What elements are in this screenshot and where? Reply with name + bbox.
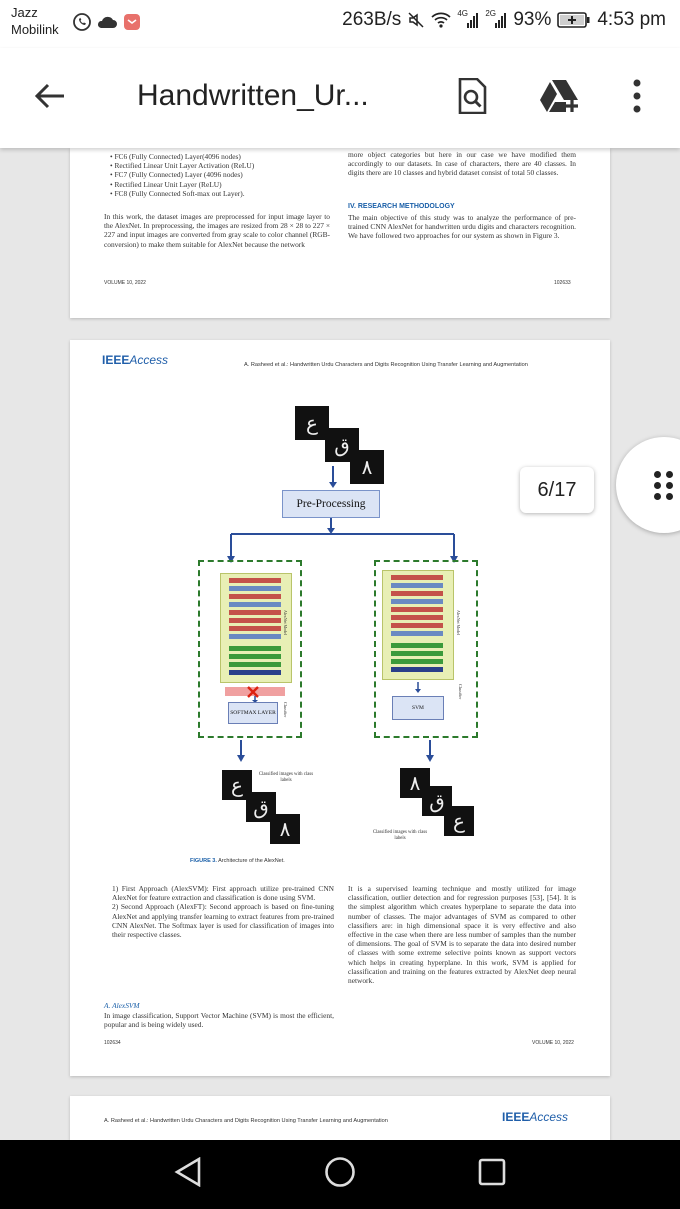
body-paragraph: It is a supervised learning technique an… [348,884,576,986]
drag-handle-icon [654,471,673,500]
nav-home-button[interactable] [318,1154,362,1194]
page-footer-volume: VOLUME 10, 2022 [104,280,146,286]
mute-icon [407,11,425,29]
bullet-item: FC8 (Fully Connected Soft-max out Layer)… [110,189,330,198]
bullet-item: FC7 (Fully Connected) Layer (4096 nodes) [110,170,330,179]
classified-images-label: Classified images with class labels [372,830,428,841]
more-options-button[interactable] [622,76,652,120]
document-title: Handwritten_Ur... [137,79,369,112]
notification-icons [72,12,142,32]
caption-text: Architecture of the AlexNet. [218,858,285,864]
wifi-icon [431,11,451,29]
layer-bullet-list: FC6 (Fully Connected) Layer(4096 nodes) … [110,152,330,198]
approach-list: 1) First Approach (AlexSVM): First appro… [112,884,334,939]
nav-back-button[interactable] [166,1154,210,1194]
carrier-line-2: Mobilink [11,22,59,37]
bullet-item: FC6 (Fully Connected) Layer(4096 nodes) [110,152,330,161]
status-bar: Jazz Mobilink 263B/s 4G 2G 93% [0,0,680,48]
carrier-line-1: Jazz [11,5,38,20]
alexsvm-branch [374,560,478,738]
arrow-down-icon [329,466,337,488]
output-sample-image: ع [444,806,474,836]
classifier-vertical-label: Classifier [458,684,463,700]
signal-4g-icon: 4G [457,9,479,29]
arrow-down-icon [426,740,434,762]
battery-charging-icon [557,11,591,29]
body-paragraph: In image classification, Support Vector … [104,1011,334,1030]
clock: 4:53 pm [597,9,666,30]
logo-bold: IEEE [102,353,130,367]
whatsapp-icon [72,12,92,32]
back-button[interactable] [30,80,70,116]
page-indicator: 6/17 [520,467,594,513]
find-in-document-button[interactable] [450,76,494,120]
triangle-back-icon [174,1156,202,1192]
alexnet-model-right [382,570,454,680]
net2-label: 2G [485,9,496,18]
section-heading: IV. RESEARCH METHODOLOGY [348,203,455,210]
svm-box: SVM [392,696,444,720]
classifier-vertical-label: Classifier [283,702,288,718]
more-vertical-icon [633,79,641,118]
figure-caption: FIGURE 3. Architecture of the AlexNet. [190,858,285,864]
circle-home-icon [324,1156,356,1193]
pdf-page-6: IEEEAccess A. Rasheed et al.: Handwritte… [70,340,610,1076]
fast-scroll-handle[interactable] [616,437,680,533]
running-head: A. Rasheed et al.: Handwritten Urdu Char… [244,362,528,368]
output-sample-image: ٨ [270,814,300,844]
arrow-down-icon [415,682,421,693]
body-paragraph: The main objective of this study was to … [348,213,576,241]
battery-percent: 93% [513,9,552,30]
classified-images-label: Classified images with class labels [258,772,314,783]
architecture-figure: ع ق ٨ Pre-Processing [70,340,610,880]
ieee-access-logo: IEEEAccess [502,1110,568,1124]
cross-icon [247,686,259,698]
signal-2g-icon: 2G [485,9,507,29]
page-footer-volume: VOLUME 10, 2022 [532,1040,574,1046]
caption-label: FIGURE 3. [190,858,217,864]
nav-recents-button[interactable] [470,1154,514,1194]
input-sample-image: ٨ [350,450,384,484]
pdf-page-7: A. Rasheed et al.: Handwritten Urdu Char… [70,1096,610,1140]
bullet-item: Rectified Linear Unit Layer Activation (… [110,161,330,170]
system-nav-bar [0,1140,680,1209]
logo-bold: IEEE [502,1110,530,1124]
list-item: 1) First Approach (AlexSVM): First appro… [112,884,334,903]
arrow-down-icon [237,740,245,762]
logo-italic: Access [529,1110,569,1124]
network-speed: 263B/s [342,9,402,30]
page-footer-number: 102634 [104,1040,121,1046]
status-right: 263B/s 4G 2G 93% 4:53 pm [342,9,666,31]
softmax-layer-box: SOFTMAX LAYER [228,702,278,724]
body-paragraph: more object categories but here in our c… [348,150,576,178]
logo-italic: Access [129,353,169,367]
app-notification-icon [122,12,142,32]
alexft-branch [198,560,302,738]
net1-label: 4G [457,9,468,18]
model-vertical-label: AlexNet Model [456,610,461,635]
square-recents-icon [478,1158,506,1191]
ieee-access-logo: IEEEAccess [102,353,168,367]
subsection-heading: A. AlexSVM [104,1001,140,1010]
cloud-icon [96,14,118,30]
running-head: A. Rasheed et al.: Handwritten Urdu Char… [104,1118,388,1124]
page-footer-number: 102633 [554,280,571,286]
model-vertical-label: AlexNet Model [283,610,288,635]
add-to-drive-button[interactable] [536,76,584,120]
arrow-left-icon [34,82,66,115]
add-to-drive-icon [538,78,582,119]
preprocessing-box: Pre-Processing [282,490,380,518]
app-bar: Handwritten_Ur... [0,48,680,148]
alexnet-model-left [220,573,292,683]
pdf-page-5: FC6 (Fully Connected) Layer(4096 nodes) … [70,148,610,318]
carrier-name: Jazz Mobilink [11,4,59,38]
arrow-down-icon [252,696,258,703]
search-document-icon [457,77,487,119]
bullet-item: Rectified Linear Unit Layer (ReLU) [110,180,330,189]
branch-connector [227,518,458,563]
list-item: 2) Second Approach (AlexFT): Second appr… [112,902,334,940]
input-sample-image: ع [295,406,329,440]
body-paragraph: In this work, the dataset images are pre… [104,212,330,249]
